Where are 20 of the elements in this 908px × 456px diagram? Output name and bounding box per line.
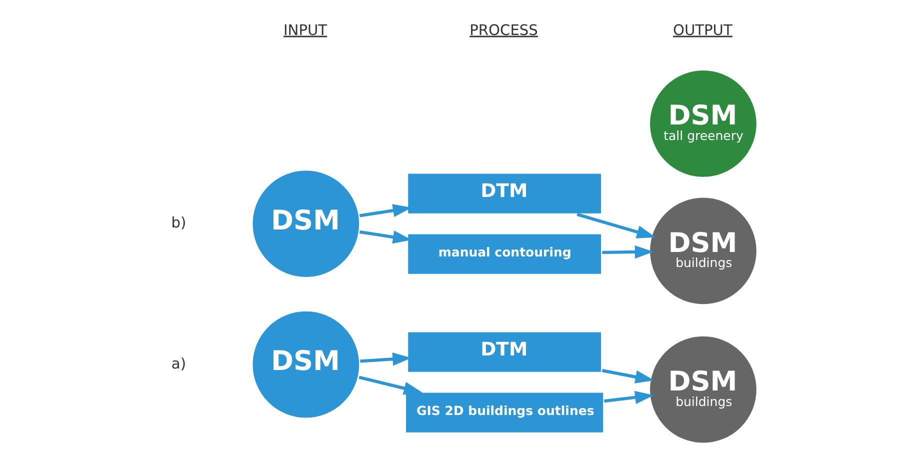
label: PROCESS: [470, 21, 538, 38]
label: OUTPUT: [672, 21, 732, 38]
node-circle: DSM: [250, 308, 362, 420]
label: INPUT: [284, 21, 328, 38]
label: a): [171, 354, 186, 372]
node-circle: DSM buildings: [648, 195, 758, 306]
arrow: [576, 212, 656, 238]
node-box: DTM: [406, 330, 604, 374]
arrow: [358, 375, 423, 394]
label: b): [171, 214, 186, 232]
arrow: [360, 352, 412, 366]
arrow: [604, 390, 654, 404]
node-circle: DSM tall greenery: [648, 68, 758, 178]
node-box: manual contouring: [406, 232, 604, 276]
arrow: [602, 368, 654, 383]
node-circle: DSM buildings: [648, 334, 758, 444]
node-box: GIS 2D buildings outlines: [404, 390, 606, 434]
node-box: DTM: [406, 171, 604, 215]
arrow: [602, 244, 654, 258]
node-circle: DSM: [250, 168, 362, 279]
